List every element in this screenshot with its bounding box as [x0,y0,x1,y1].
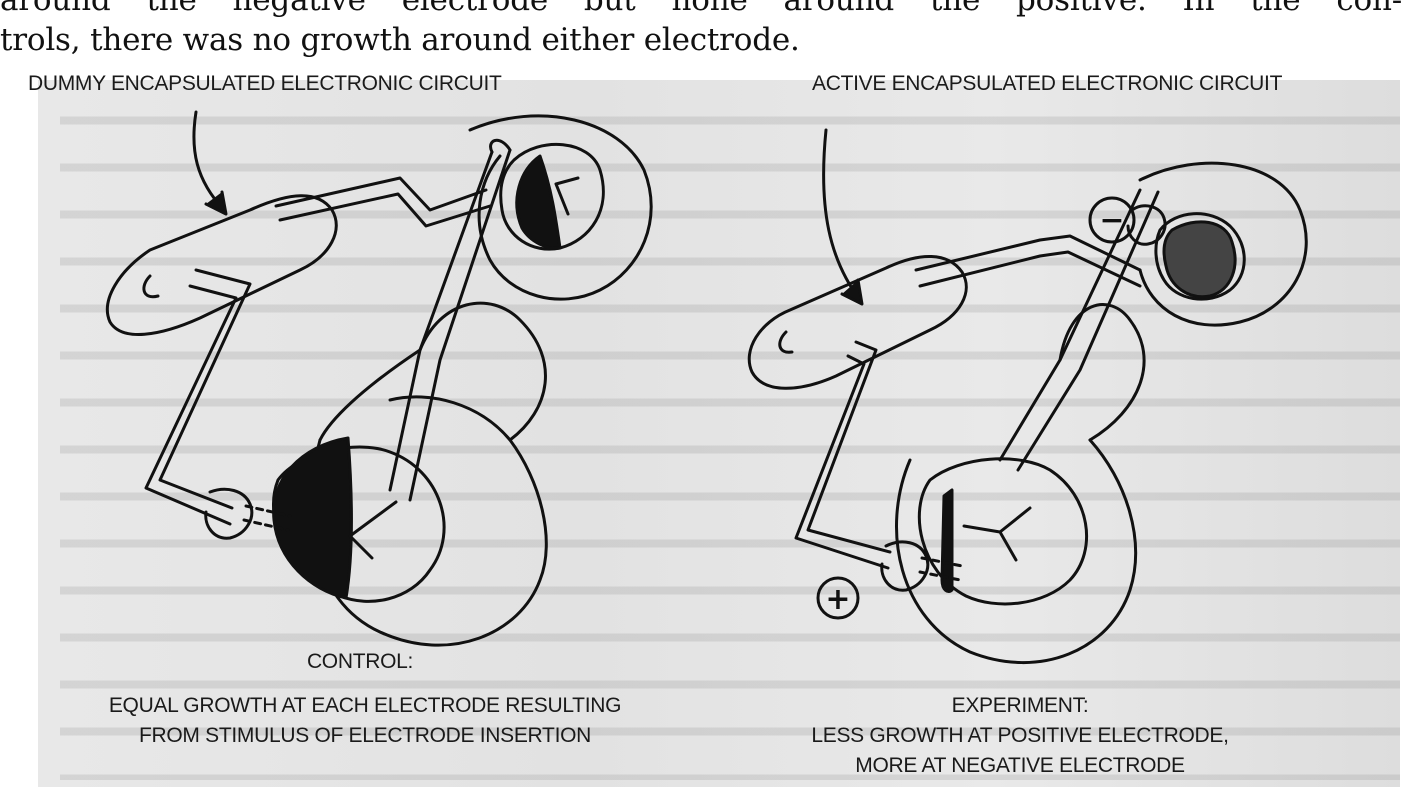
control-title: CONTROL: [306,650,414,673]
experiment-caption-line-2: MORE AT NEGATIVE ELECTRODE [855,754,1185,777]
body-coil-inner [408,148,512,502]
control-caption-line-2: FROM STIMULUS OF ELECTRODE INSERTION [138,724,592,747]
control-illustration [105,110,653,647]
right-lower-electrode-cap [880,540,930,592]
body-paragraph: around the negative electrode but none a… [0,0,1402,60]
experiment-caption-line-1: LESS GROWTH AT POSITIVE ELECTRODE, [811,724,1229,747]
right-pointer-arrow [822,128,862,302]
right-lower-electrode-mark [962,506,1032,562]
figure-illustration: − + [105,110,1308,665]
lower-electrode-lead [242,504,292,532]
scanned-background [38,80,1400,787]
experiment-illustration [747,128,1308,665]
right-arrowhead [840,278,864,306]
right-lower-wire-b [794,354,890,570]
lower-wire-b [144,284,238,526]
right-lower-tissue-ring [895,438,1138,665]
active-capsule-end-arc [778,330,794,354]
positive-electrode-symbol [816,576,860,620]
upper-tissue-ring [468,114,653,301]
right-lower-growth-thin [940,488,954,594]
active-circuit-label: ACTIVE ENCAPSULATED ELECTRONIC CIRCUIT [812,72,1283,95]
upper-growth-dark [515,154,562,250]
right-lower-outer-loop [1058,303,1146,442]
left-arrowhead [204,190,228,216]
body-line-2: trols, there was no growth around either… [0,22,800,58]
positive-sign: + [825,582,850,617]
right-upper-growth-dark [1162,220,1237,299]
negative-sign: − [1099,203,1124,238]
body-line-1: around the negative electrode but none a… [0,0,1402,18]
lower-electrode-cap [204,487,254,540]
active-capsule [747,255,968,390]
experiment-title: EXPERIMENT: [951,694,1089,717]
lower-growth-dark [272,436,353,600]
right-upper-electrode-cap [1126,204,1167,246]
right-upper-wire-a [914,234,1142,272]
body-connector [318,348,422,442]
upper-electrode-mark [554,176,580,216]
upper-wire-a [274,176,488,212]
upper-wire-b [278,192,492,228]
right-body-coil-b [1016,190,1160,472]
lower-outer-loop [418,301,547,442]
right-lower-wire-a [806,340,892,554]
figure: − + DUMMY ENCAPSULATED ELECTRONIC CIRCUI… [0,60,1402,787]
right-upper-electrode-region [1154,212,1246,301]
lower-wire-a [158,268,252,510]
right-lower-electrode-region [917,457,1089,606]
right-upper-tissue-ring [1138,161,1308,327]
upper-electrode-tip [489,138,512,154]
dummy-circuit-label: DUMMY ENCAPSULATED ELECTRONIC CIRCUIT [28,72,502,95]
right-lower-electrode-lead [918,556,964,582]
control-caption-line-1: EQUAL GROWTH AT EACH ELECTRODE RESULTING [108,694,622,717]
upper-electrode-region [499,142,605,251]
negative-electrode-symbol [1088,196,1136,244]
lower-electrode-mark [348,500,398,560]
capsule-end-arc [142,274,160,299]
